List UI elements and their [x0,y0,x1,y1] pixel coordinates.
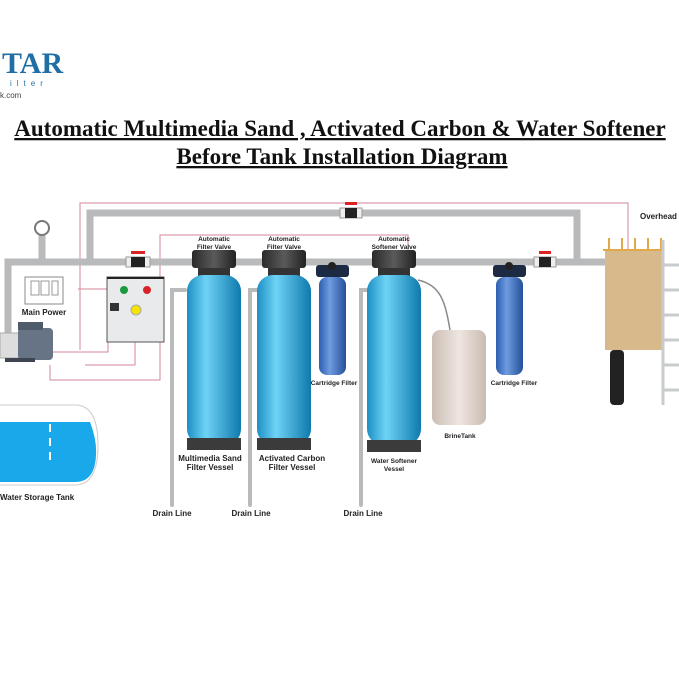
storage-tank-label: Water Storage Tank [0,493,75,502]
logo-mark: TAR [2,47,63,80]
drain-line-label-3: Drain Line [343,509,383,518]
automatic-softener-valve [372,250,416,268]
title-line-1: Automatic Multimedia Sand , Activated Ca… [14,116,665,141]
svg-text:Softener Valve: Softener Valve [372,244,417,251]
selector-switch [110,303,119,311]
company-logo: TAR ilter k.com [0,47,63,100]
overhead-storage-tank: Overhead Storage Tank [603,212,679,405]
multimedia-sand-filter: Automatic Filter Valve Multimedia Sand F… [178,236,242,472]
water-storage-tank: Water Storage Tank [0,404,99,502]
drain-line-label-2: Drain Line [231,509,271,518]
bypass-valve-top[interactable] [339,202,363,219]
svg-text:Automatic: Automatic [268,236,300,243]
logo-website: k.com [0,91,22,100]
svg-text:Filter Vessel: Filter Vessel [269,463,316,472]
water-softener: Automatic Softener Valve Water Softener … [367,236,421,473]
cartridge-filter-1: Cartridge Filter [311,262,358,387]
carbon-vessel-label: Activated Carbon [259,454,325,463]
svg-text:Automatic: Automatic [198,236,230,243]
svg-text:Vessel: Vessel [384,466,404,473]
title-line-2: Before Tank Installation Diagram [176,144,507,169]
svg-text:Cartridge Filter: Cartridge Filter [491,380,538,387]
automatic-filter-valve-1 [192,250,236,268]
yellow-button [130,304,142,316]
svg-text:Filter Valve: Filter Valve [197,244,232,251]
svg-text:Automatic: Automatic [378,236,410,243]
overhead-tank-label: Overhead Storage Tank [640,212,679,221]
softener-vessel-label: Water Softener [371,458,417,465]
svg-text:Filter Vessel: Filter Vessel [187,463,234,472]
inlet-valve[interactable] [125,251,151,268]
svg-text:Filter Valve: Filter Valve [267,244,302,251]
logo-tagline: ilter [10,79,48,88]
main-power-switch: Main Power [22,276,66,317]
water-pump [0,322,53,362]
brine-tank: BrineTank [432,330,486,440]
cartridge-filter-2: Cartridge Filter [491,262,538,387]
svg-text:BrineTank: BrineTank [444,433,476,440]
green-indicator-light [120,286,128,294]
outlet-valve[interactable] [533,251,557,268]
pressure-gauge [34,220,50,236]
svg-text:Cartridge Filter: Cartridge Filter [311,380,358,387]
red-indicator-light [143,286,151,294]
activated-carbon-filter: Automatic Filter Valve Activated Carbon … [257,236,325,472]
automatic-filter-valve-2 [262,250,306,268]
drain-line-label-1: Drain Line [152,509,192,518]
control-panel [106,276,165,343]
ladder [661,240,679,405]
main-power-label: Main Power [22,308,66,317]
sand-vessel-label: Multimedia Sand [178,454,242,463]
